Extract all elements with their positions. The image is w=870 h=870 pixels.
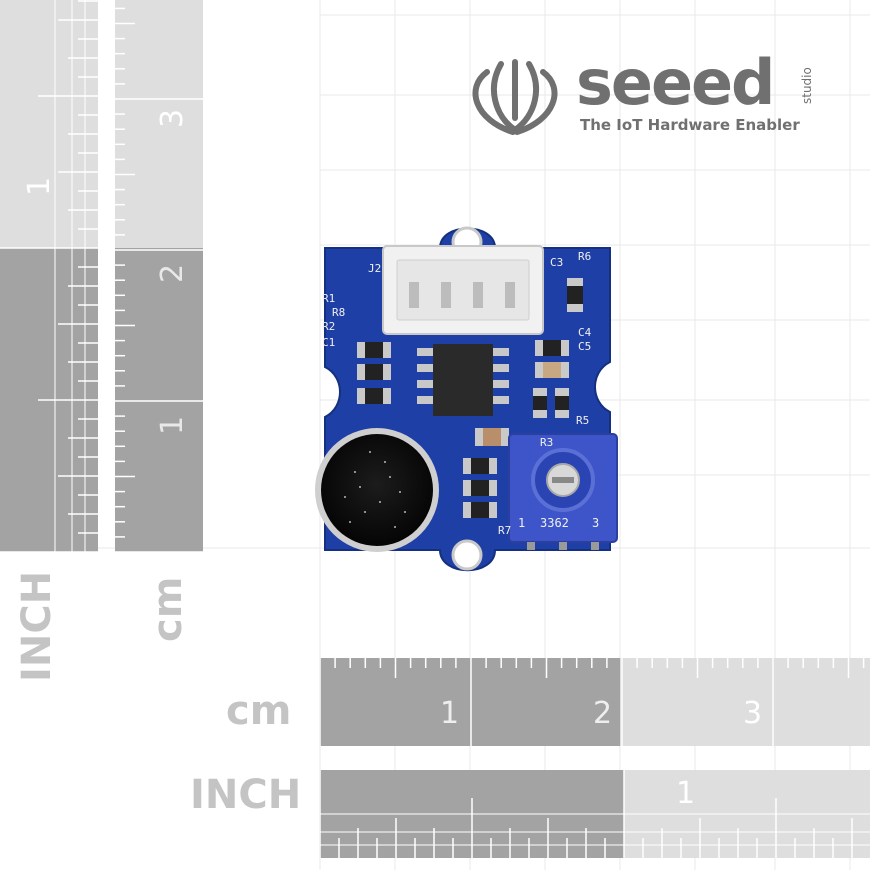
seeed-logo-icon bbox=[472, 59, 558, 135]
label-c3: C3 bbox=[550, 256, 564, 269]
brand-tagline: The IoT Hardware Enabler bbox=[580, 116, 800, 134]
label-pot-3: 3 bbox=[592, 516, 600, 530]
bottom-cm-label: cm bbox=[226, 688, 292, 734]
bottom-cm-number-2: 2 bbox=[593, 696, 613, 731]
brand-name: seeed bbox=[576, 46, 775, 119]
label-r1: R1 bbox=[322, 292, 336, 305]
left-inch-number: 1 bbox=[22, 176, 57, 196]
label-r3: R3 bbox=[540, 436, 554, 449]
left-cm-ruler bbox=[115, 0, 203, 552]
bottom-cm-number-1: 1 bbox=[440, 696, 460, 731]
bottom-inch-ruler bbox=[320, 770, 870, 858]
bottom-inch-number: 1 bbox=[676, 776, 696, 811]
label-r6: R6 bbox=[578, 250, 592, 263]
bottom-cm-number-3: 3 bbox=[743, 696, 763, 731]
label-pot-1: 1 bbox=[518, 516, 526, 530]
label-c1: C1 bbox=[322, 336, 336, 349]
label-c5: C5 bbox=[578, 340, 592, 353]
left-inch-ruler bbox=[0, 0, 98, 552]
label-pot-model: 3362 bbox=[540, 516, 569, 530]
sound-sensor-board bbox=[315, 226, 618, 572]
bottom-inch-label: INCH bbox=[190, 772, 302, 818]
left-inch-label: INCH bbox=[14, 570, 60, 682]
label-r2: R2 bbox=[322, 320, 336, 333]
left-cm-number-1: 1 bbox=[155, 415, 190, 435]
label-r7: R7 bbox=[498, 524, 512, 537]
brand-studio: studio bbox=[800, 67, 814, 104]
label-r8: R8 bbox=[332, 306, 346, 319]
label-c4: C4 bbox=[578, 326, 592, 339]
left-cm-number-2: 2 bbox=[155, 263, 190, 283]
left-cm-number-3: 3 bbox=[155, 108, 190, 128]
label-r5: R5 bbox=[576, 414, 590, 427]
label-j2: J2 bbox=[368, 262, 382, 275]
left-cm-label: cm bbox=[145, 576, 191, 642]
bottom-cm-ruler bbox=[320, 658, 870, 746]
